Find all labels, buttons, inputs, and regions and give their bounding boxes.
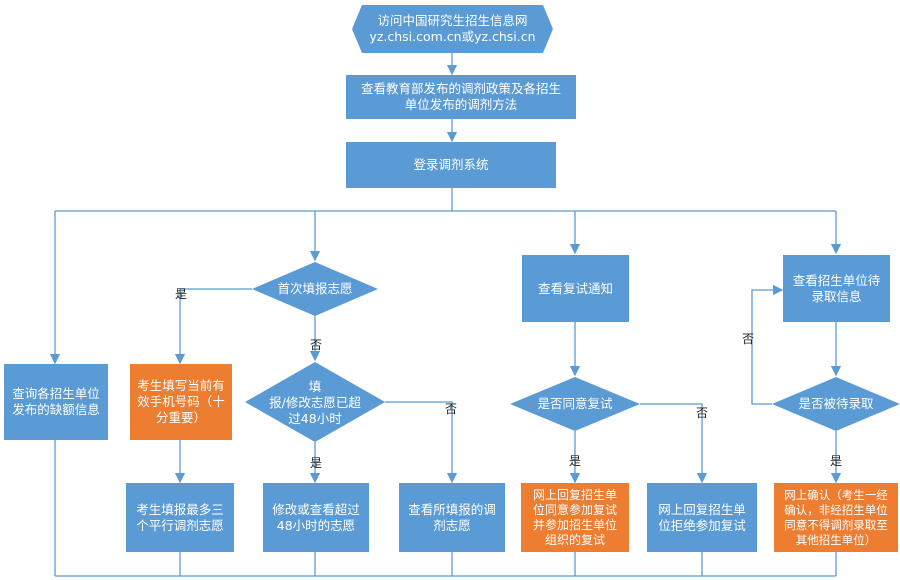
- retest-notice-node: 查看复试通知: [522, 255, 629, 322]
- pending-node: 查看招生单位待 录取信息: [783, 255, 890, 322]
- three-node: 考生填报最多三 个平行调剂志愿: [126, 483, 234, 552]
- modify-node: 修改或查看超过 48小时的志愿: [263, 483, 369, 552]
- start-node-shape: [352, 5, 553, 53]
- agree-node: 是否同意复试: [537, 396, 613, 411]
- edge-over48-no: [385, 401, 458, 484]
- start-node: 访问中国研究生招生信息网 yz.chsi.com.cn或yz.chsi.cn: [369, 13, 536, 44]
- first-fill-node: 首次填报志愿: [277, 281, 353, 296]
- admitted-diamond: [772, 377, 900, 431]
- label-admitted-no: 否: [742, 332, 755, 346]
- view-fill-node: 查看所填报的调 剂志愿: [399, 483, 505, 552]
- edge-first-yes: [174, 288, 252, 365]
- edge-agree-no: [640, 403, 708, 484]
- over48-node: 填 报/修改志愿已超 过48小时: [269, 379, 361, 426]
- first-fill-diamond: [252, 262, 378, 316]
- vacancy-node: 查询各招生单位 发布的缺额信息: [4, 364, 108, 440]
- over48-diamond: [245, 362, 385, 442]
- label-first-yes: 是: [175, 287, 188, 301]
- confirm-node: 网上确认（考生一经 确认，非经招生单位 同意不得调剂录取至 其他招生单位）: [774, 483, 898, 552]
- reject-node: 网上回复招生单 位拒绝参加复试: [647, 483, 757, 552]
- label-over48-yes: 是: [310, 456, 323, 470]
- label-admitted-yes: 是: [830, 454, 843, 468]
- label-over48-no: 否: [445, 402, 458, 416]
- admitted-node: 是否被待录取: [798, 396, 874, 411]
- label-first-no: 否: [310, 338, 323, 352]
- edge-admitted-no: [751, 284, 784, 405]
- policy-node: 查看教育部发布的调剂政策及各招生 单位发布的调剂方法: [346, 75, 576, 119]
- label-agree-no: 否: [696, 406, 709, 420]
- login-node: 登录调剂系统: [346, 142, 556, 188]
- accept-node: 网上回复招生单 位同意参加复试 并参加招生单位 组织的复试: [521, 483, 629, 552]
- phone-node: 考生填写当前有 效手机号码（十 分重要）: [130, 364, 232, 440]
- label-agree-yes: 是: [569, 454, 582, 468]
- agree-diamond: [510, 377, 640, 431]
